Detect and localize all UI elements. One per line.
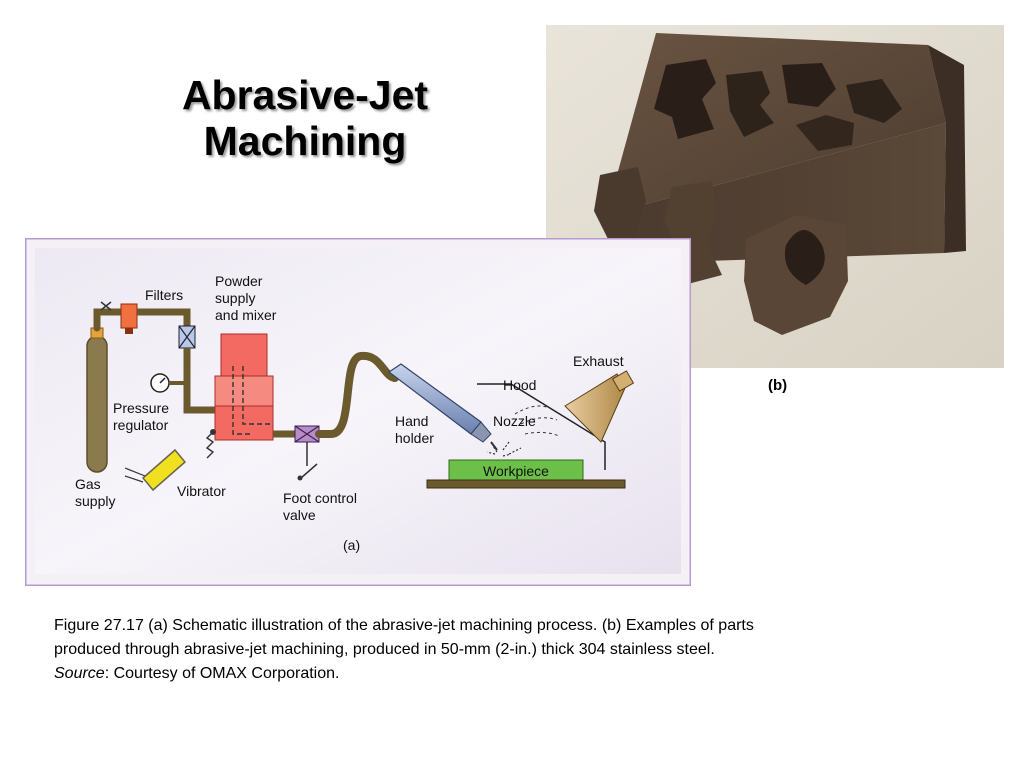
label-hand-2: holder: [395, 430, 434, 446]
label-pressure-1: Pressure: [113, 400, 169, 416]
pipe-regulator: [183, 348, 215, 414]
hose: [315, 351, 399, 438]
caption-line-1: Figure 27.17 (a) Schematic illustration …: [54, 617, 754, 634]
label-gas-2: supply: [75, 493, 115, 509]
gas-valve-icon: [100, 301, 112, 311]
schematic-diagram: Filters Powder supply and mixer Pressure…: [25, 238, 691, 586]
pocket-4: [796, 115, 854, 151]
label-gas-1: Gas: [75, 476, 101, 492]
hood-icon: [477, 383, 606, 470]
loose-part-3-hole: [784, 230, 825, 285]
caption-source-label: Source: [54, 665, 105, 682]
label-workpiece: Workpiece: [483, 463, 549, 479]
caption-source-line: Source: Courtesy of OMAX Corporation.: [54, 662, 994, 686]
pocket-2: [726, 71, 774, 137]
parts-photo: [546, 25, 1004, 368]
filter-icon: [120, 303, 138, 329]
title-line-1: Abrasive-Jet: [181, 72, 429, 118]
pipe-filter: [137, 308, 191, 328]
label-hood: Hood: [503, 377, 536, 393]
label-foot-1: Foot control: [283, 490, 357, 506]
block-right-face: [928, 45, 966, 253]
caption-line-2: produced through abrasive-jet machining,…: [54, 641, 715, 658]
label-pressure-2: regulator: [113, 417, 169, 433]
loose-part-2: [664, 181, 722, 285]
pocket-5: [846, 79, 902, 123]
figure-caption: Figure 27.17 (a) Schematic illustration …: [54, 614, 994, 686]
label-vibrator: Vibrator: [177, 483, 226, 499]
label-powder-2: supply: [215, 290, 255, 306]
pocket-1: [654, 59, 716, 139]
title-line-2: Machining: [203, 118, 407, 164]
pipe-gas: [93, 308, 129, 332]
worktable: [426, 479, 626, 489]
label-nozzle: Nozzle: [493, 413, 536, 429]
label-hand-1: Hand: [395, 413, 428, 429]
gas-cylinder: [86, 335, 108, 473]
label-exhaust: Exhaust: [573, 353, 624, 369]
nozzle-icon: [470, 421, 492, 443]
label-foot-2: valve: [283, 507, 316, 523]
caption-source-text: : Courtesy of OMAX Corporation.: [104, 665, 340, 682]
label-powder-3: and mixer: [215, 307, 277, 323]
label-filters: Filters: [145, 287, 183, 303]
photo-label: (b): [768, 377, 788, 394]
label-powder-1: Powder: [215, 273, 263, 289]
slide-title: Abrasive-Jet Machining: [95, 72, 515, 164]
mixer-chamber: [214, 405, 274, 441]
pocket-3: [782, 63, 836, 107]
powder-hopper: [220, 333, 268, 377]
label-a: (a): [343, 537, 360, 553]
vibrator-icon: [141, 448, 187, 492]
powder-body: [214, 375, 274, 407]
